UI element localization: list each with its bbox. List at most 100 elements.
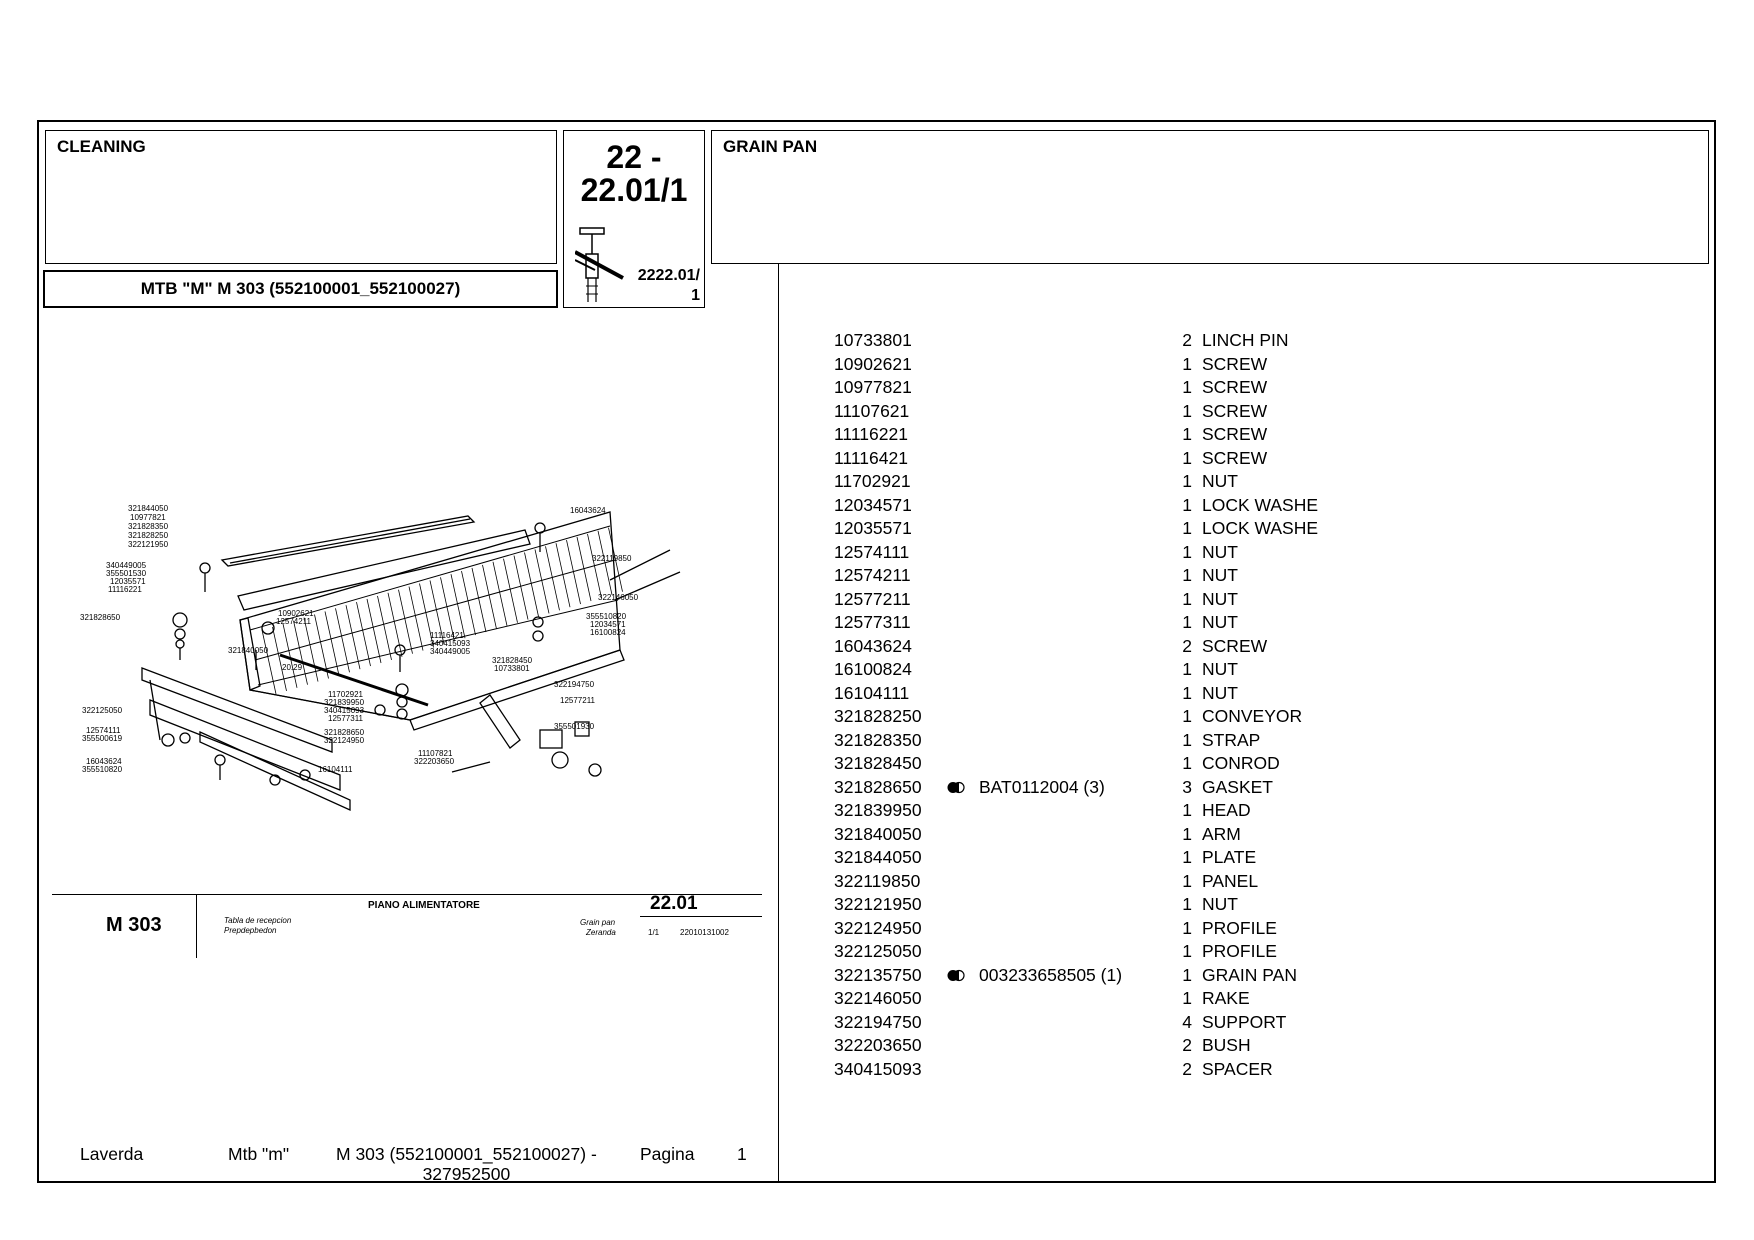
part-description: SCREW bbox=[1202, 635, 1268, 656]
part-number: 322125050 bbox=[834, 941, 922, 961]
column-divider bbox=[778, 264, 779, 1182]
part-quantity: 1 bbox=[1182, 800, 1192, 820]
part-quantity: 1 bbox=[1182, 870, 1192, 891]
part-number: 322194750 bbox=[834, 1011, 922, 1032]
part-number: 12574211 bbox=[834, 565, 911, 585]
model-box bbox=[43, 270, 558, 308]
plate-left-text-2: Prepdepbedon bbox=[224, 926, 277, 935]
part-quantity: 1 bbox=[1182, 447, 1192, 468]
callout-label: 16104111 bbox=[318, 765, 353, 774]
plate-code: 22010131002 bbox=[680, 928, 729, 937]
model-title: MTB "M" M 303 (552100001_552100027) bbox=[140, 279, 461, 298]
group-title-box bbox=[711, 130, 1709, 264]
callout-label: 322203650 bbox=[414, 757, 455, 766]
part-quantity: 1 bbox=[1182, 753, 1192, 773]
part-description: NUT bbox=[1202, 894, 1238, 914]
callout-label: 10902621 bbox=[278, 609, 314, 618]
part-number: 12577311 bbox=[834, 612, 911, 632]
part-quantity: 1 bbox=[1182, 729, 1192, 750]
part-description: SPACER bbox=[1202, 1058, 1273, 1079]
part-quantity: 1 bbox=[1182, 588, 1192, 609]
part-number: 10733801 bbox=[834, 330, 912, 350]
callout-label: 340449005 bbox=[106, 561, 147, 570]
callout-label: 322124950 bbox=[324, 736, 365, 745]
part-quantity: 2 bbox=[1182, 1035, 1192, 1055]
code-box bbox=[563, 130, 705, 308]
part-description: NUT bbox=[1202, 588, 1238, 609]
part-quantity: 1 bbox=[1182, 917, 1192, 938]
callout-label: 355501930 bbox=[554, 722, 595, 731]
callout-label: 12574111 bbox=[86, 726, 121, 735]
group-pictogram-icon bbox=[575, 227, 624, 302]
part-quantity: 1 bbox=[1182, 353, 1192, 374]
plate-left-text-1: Tabla de recepcion bbox=[224, 916, 292, 925]
part-description: RAKE bbox=[1202, 988, 1250, 1008]
ref-code-line-1: 2222.01/ bbox=[637, 267, 700, 284]
part-quantity: 1 bbox=[1182, 659, 1192, 679]
callout-label: 16043624 bbox=[86, 757, 122, 766]
callout-label: 12034571 bbox=[590, 620, 626, 629]
part-description: HEAD bbox=[1202, 800, 1251, 820]
replacement-code: BAT0112004 (3) bbox=[979, 776, 1105, 797]
code-line-1: 22 - bbox=[606, 139, 662, 175]
part-quantity: 1 bbox=[1182, 541, 1192, 562]
callout-label: 321828450 bbox=[492, 656, 533, 665]
part-description: SCREW bbox=[1202, 424, 1268, 444]
callout-label: 11116221 bbox=[108, 585, 142, 594]
callout-label: 355501530 bbox=[106, 569, 147, 578]
callout-label: 340415093 bbox=[324, 706, 365, 715]
part-description: SUPPORT bbox=[1202, 1011, 1287, 1032]
callout-label: 322146050 bbox=[598, 593, 639, 602]
part-description: NUT bbox=[1202, 659, 1238, 679]
part-description: ARM bbox=[1202, 823, 1241, 844]
part-number: 321840050 bbox=[834, 823, 922, 844]
part-quantity: 1 bbox=[1182, 823, 1192, 844]
callout-label: 10733801 bbox=[494, 664, 530, 673]
part-number: 321828350 bbox=[834, 729, 922, 750]
part-quantity: 3 bbox=[1182, 776, 1192, 797]
part-quantity: 1 bbox=[1182, 377, 1192, 397]
part-quantity: 1 bbox=[1182, 988, 1192, 1008]
section-title: CLEANING bbox=[57, 137, 146, 156]
part-number: 322119850 bbox=[834, 870, 921, 891]
page-frame bbox=[37, 120, 1716, 1183]
part-description: NUT bbox=[1202, 565, 1238, 585]
part-quantity: 2 bbox=[1182, 330, 1192, 350]
callout-label: 11116421 bbox=[430, 631, 464, 640]
part-number: 10902621 bbox=[834, 353, 912, 374]
callout-label: 321840050 bbox=[228, 646, 269, 655]
callout-label: 321844050 bbox=[128, 504, 169, 513]
part-quantity: 1 bbox=[1182, 964, 1192, 985]
callout-label: 340415093 bbox=[430, 639, 471, 648]
part-description: CONROD bbox=[1202, 753, 1280, 773]
callout-label: 355510820 bbox=[586, 612, 627, 621]
callout-label: 12035571 bbox=[110, 577, 146, 586]
plate-title: PIANO ALIMENTATORE bbox=[368, 900, 480, 911]
code-line-2: 22.01/1 bbox=[580, 172, 688, 208]
part-number: 11116421 bbox=[834, 447, 908, 468]
part-quantity: 1 bbox=[1182, 400, 1192, 421]
callout-label: 355510820 bbox=[82, 765, 123, 774]
part-description: NUT bbox=[1202, 471, 1238, 491]
part-number: 321828450 bbox=[834, 753, 922, 773]
part-number: 12574111 bbox=[834, 541, 910, 562]
footer-page-number: 1 bbox=[737, 1144, 747, 1164]
part-description: PLATE bbox=[1202, 847, 1257, 867]
part-quantity: 1 bbox=[1182, 424, 1192, 444]
plate-number: 22.01 bbox=[650, 893, 698, 914]
callout-label: 12577211 bbox=[560, 696, 596, 705]
callout-label: 355500619 bbox=[82, 734, 123, 743]
plate-top-line bbox=[52, 894, 762, 895]
footer-model-line-2: 327952500 bbox=[422, 1164, 511, 1184]
part-quantity: 1 bbox=[1182, 612, 1192, 632]
part-number: 12034571 bbox=[834, 494, 912, 515]
callout-label: 321839950 bbox=[324, 698, 365, 707]
replacement-marker-icon bbox=[947, 781, 965, 793]
callout-label: 12577311 bbox=[328, 714, 364, 723]
callout-label: 321828250 bbox=[128, 531, 169, 540]
part-description: CONVEYOR bbox=[1202, 706, 1303, 726]
part-quantity: 1 bbox=[1182, 682, 1192, 703]
part-description: LOCK WASHE bbox=[1202, 518, 1319, 538]
callout-label: 10977821 bbox=[130, 513, 166, 522]
part-description: BUSH bbox=[1202, 1035, 1251, 1055]
